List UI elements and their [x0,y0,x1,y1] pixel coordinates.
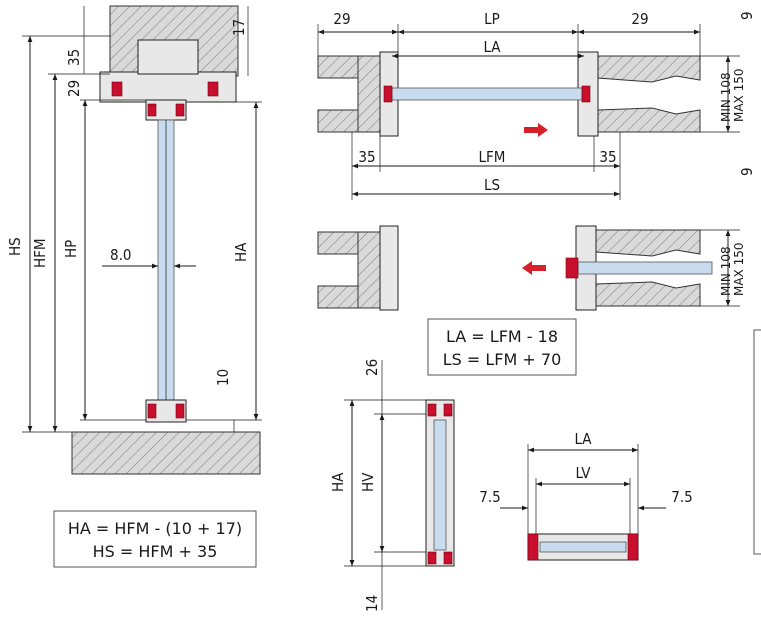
hs-label: HS [6,237,24,256]
leaf-glass [433,419,447,551]
min-108-bottom-label: MIN 108 [719,246,733,296]
panel-top-seal-right [175,103,185,117]
leaf-seal-br [443,551,453,565]
open-seal [565,257,579,279]
leaf-h-seal-left [527,533,539,561]
leaf-ha-label: HA [329,472,347,492]
cropped-info-box [753,329,761,555]
open-right-wall-bottom [595,281,701,307]
open-right-wall-top [595,229,701,257]
dim-35-left-label: 35 [358,148,375,166]
leaf-seal-tl [427,403,437,417]
plan-formula-box [427,318,577,376]
open-direction-arrow-left [522,261,546,275]
track-seal-right [207,81,219,97]
open-left-frame [379,225,399,311]
dim-9-top-label: 9 [738,11,756,20]
plan-seal-right [581,85,591,103]
ha-label: HA [232,242,250,262]
dim-8-label: 8.0 [110,246,131,264]
side-formula-line1: HA = HFM - (10 + 17) [68,519,242,538]
leaf-seal-bl [427,551,437,565]
leaf-hv-label: HV [359,472,377,492]
hp-label: HP [62,240,80,258]
dim-17-label: 17 [230,19,248,36]
hfm-label: HFM [31,238,49,268]
max-150-top-label: MAX 150 [732,68,746,122]
plan-section-open: MIN 108 MAX 150 LA = LFM - 18 LS = LFM +… [317,225,746,376]
ls-label: LS [484,176,500,194]
leaf-seal-tr [443,403,453,417]
dim-29-right-label: 29 [631,10,648,28]
plan-formula-line2: LS = LFM + 70 [443,350,562,369]
la-label: LA [483,38,501,56]
dim-9-bottom-label: 9 [738,167,756,176]
leaf-lv-label: LV [575,464,591,482]
dim-14-label: 14 [363,595,381,612]
open-left-wall-jamb [357,231,381,309]
dim-26-label: 26 [363,359,381,376]
track-hanger [137,39,199,75]
side-formula-box [53,510,257,568]
plan-seal-left [383,85,393,103]
plan-section-closed: 29 LP 29 LA 35 LFM 35 LS 9 9 MIN 108 MAX… [317,10,756,200]
plan-formula-line1: LA = LFM - 18 [446,327,558,346]
right-wall-top [597,55,701,83]
open-glass [577,261,713,275]
leaf-detail-vertical: HA HV 26 14 [329,359,455,612]
dim-75-left-label: 7.5 [479,488,500,506]
plan-glass [391,87,583,101]
max-150-bottom-label: MAX 150 [732,242,746,296]
track-seal-left [111,81,123,97]
dim-10-label: 10 [214,369,232,386]
left-wall-jamb [357,55,381,133]
side-formula-line2: HS = HFM + 35 [93,542,218,561]
lp-label: LP [484,10,500,28]
side-section: HS HFM HP HA 35 29 17 10 8.0 HA = HFM - … [6,5,262,568]
panel-bottom-seal-right [175,403,185,419]
min-108-top-label: MIN 108 [719,72,733,122]
dim-29-left-label: 29 [333,10,350,28]
dim-29-label: 29 [65,80,83,97]
leaf-la-label: LA [574,430,592,448]
leaf-h-glass [539,541,627,553]
dim-75-right-label: 7.5 [671,488,692,506]
panel-bottom-seal-left [147,403,157,419]
panel-top-seal-left [147,103,157,117]
open-direction-arrow-right [524,123,548,137]
leaf-detail-horizontal: LA LV 7.5 7.5 [479,430,693,561]
floor-block [71,431,261,475]
lfm-label: LFM [479,148,506,166]
right-wall-bottom [597,107,701,133]
leaf-h-seal-right [627,533,639,561]
dim-35-right-label: 35 [599,148,616,166]
dim-35-label: 35 [65,49,83,66]
